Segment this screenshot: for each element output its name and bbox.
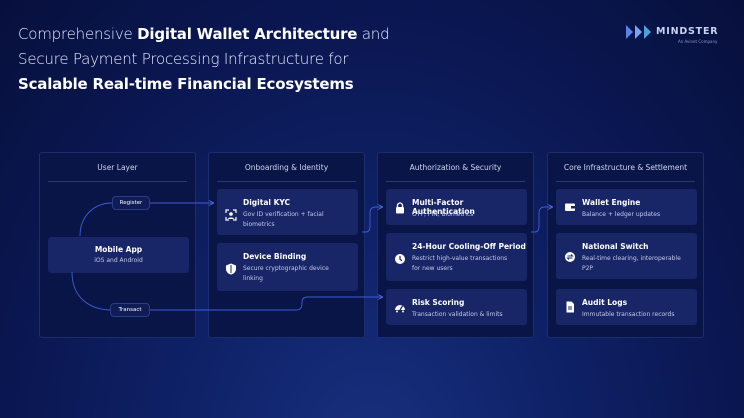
card-cooling-off-period: 24-Hour Cooling-Off Period Restrict high…: [386, 233, 527, 281]
card-desc-line2: P2P: [582, 265, 594, 272]
wallet-icon: [565, 203, 575, 211]
card-desc-line2: biometrics: [243, 221, 275, 228]
face-scan-icon: [225, 209, 237, 221]
card-national-switch: National Switch Real-time clearing, inte…: [556, 233, 697, 279]
card-audit-logs: Audit Logs Immutable transaction records: [556, 289, 697, 325]
mindster-logo-icon: [626, 25, 651, 39]
card-title: Wallet Engine: [582, 198, 641, 207]
transact-label: Transact: [110, 303, 150, 317]
brand-tagline: An Avinet Company: [678, 39, 718, 44]
register-label: Register: [112, 196, 150, 210]
shield-icon: [226, 263, 236, 275]
lock-icon: [396, 202, 404, 214]
card-digital-kyc: Digital KYC Gov ID verification + facial…: [217, 189, 358, 235]
card-desc-line2: linking: [243, 275, 263, 282]
column-divider: [386, 181, 525, 182]
headline-line2: Secure Payment Processing Infrastructure…: [18, 50, 349, 68]
headline-line3: Scalable Real-time Financial Ecosystems: [18, 75, 354, 93]
clock-icon: [395, 254, 405, 264]
column-divider: [48, 181, 187, 182]
card-desc-line1: Transaction validation & limits: [412, 311, 503, 318]
mobile-app-card: Mobile App iOS and Android: [48, 237, 189, 273]
column-divider: [556, 181, 695, 182]
card-title: Digital KYC: [243, 198, 291, 207]
card-title: National Switch: [582, 242, 649, 251]
column-core-infrastructure: Core Infrastructure & Settlement Wallet …: [547, 152, 704, 338]
card-desc-line1: Immutable transaction records: [582, 311, 675, 318]
column-divider: [217, 181, 356, 182]
headline-line1-light: Comprehensive: [18, 25, 138, 43]
column-onboarding-identity: Onboarding & Identity Digital KYC Gov ID…: [208, 152, 365, 338]
mobile-app-desc: iOS and Android: [94, 257, 143, 264]
column-title: User Layer: [97, 163, 138, 172]
column-authorization-security: Authorization & Security Multi-Factor Au…: [377, 152, 534, 338]
card-desc-line1: Gov ID verification + facial: [243, 211, 324, 218]
card-title: Multi-Factor Authentication: [412, 198, 475, 216]
headline-line1-bold: Digital Wallet Architecture: [137, 25, 358, 43]
card-desc-line1: Real-time clearing, interoperable: [582, 255, 681, 262]
mobile-app-title: Mobile App: [94, 245, 143, 254]
column-title: Authorization & Security: [409, 163, 502, 172]
headline-line1-tail: and: [357, 25, 390, 43]
card-title: Audit Logs: [582, 298, 628, 307]
card-title: Risk Scoring: [412, 298, 465, 307]
column-title: Core Infrastructure & Settlement: [563, 163, 688, 172]
card-title: 24-Hour Cooling-Off Period: [412, 242, 526, 251]
switch-icon: [565, 252, 575, 262]
gauge-icon: [395, 305, 405, 313]
card-desc-line1: Secure cryptographic device: [243, 265, 329, 272]
headline: Comprehensive Digital Wallet Architectur…: [18, 22, 438, 97]
card-wallet-engine: Wallet Engine Balance + ledger updates: [556, 189, 697, 225]
card-device-binding: Device Binding Secure cryptographic devi…: [217, 243, 358, 291]
card-risk-scoring: Risk Scoring Transaction validation & li…: [386, 289, 527, 325]
card-desc-line1: Balance + ledger updates: [582, 211, 661, 218]
brand-logo: MINDSTER An Avinet Company: [626, 24, 726, 48]
brand-name: MINDSTER: [656, 26, 719, 37]
card-desc-line1: OTP, PIN, Biometrics: [412, 211, 474, 218]
column-title: Onboarding & Identity: [244, 163, 329, 172]
card-title: Device Binding: [243, 252, 307, 261]
card-multi-factor-auth: Multi-Factor Authentication OTP, PIN, Bi…: [386, 189, 527, 225]
card-desc-line1: Restrict high-value transactions: [412, 255, 508, 262]
document-icon: [566, 301, 574, 313]
card-desc-line2: for new users: [412, 265, 453, 272]
